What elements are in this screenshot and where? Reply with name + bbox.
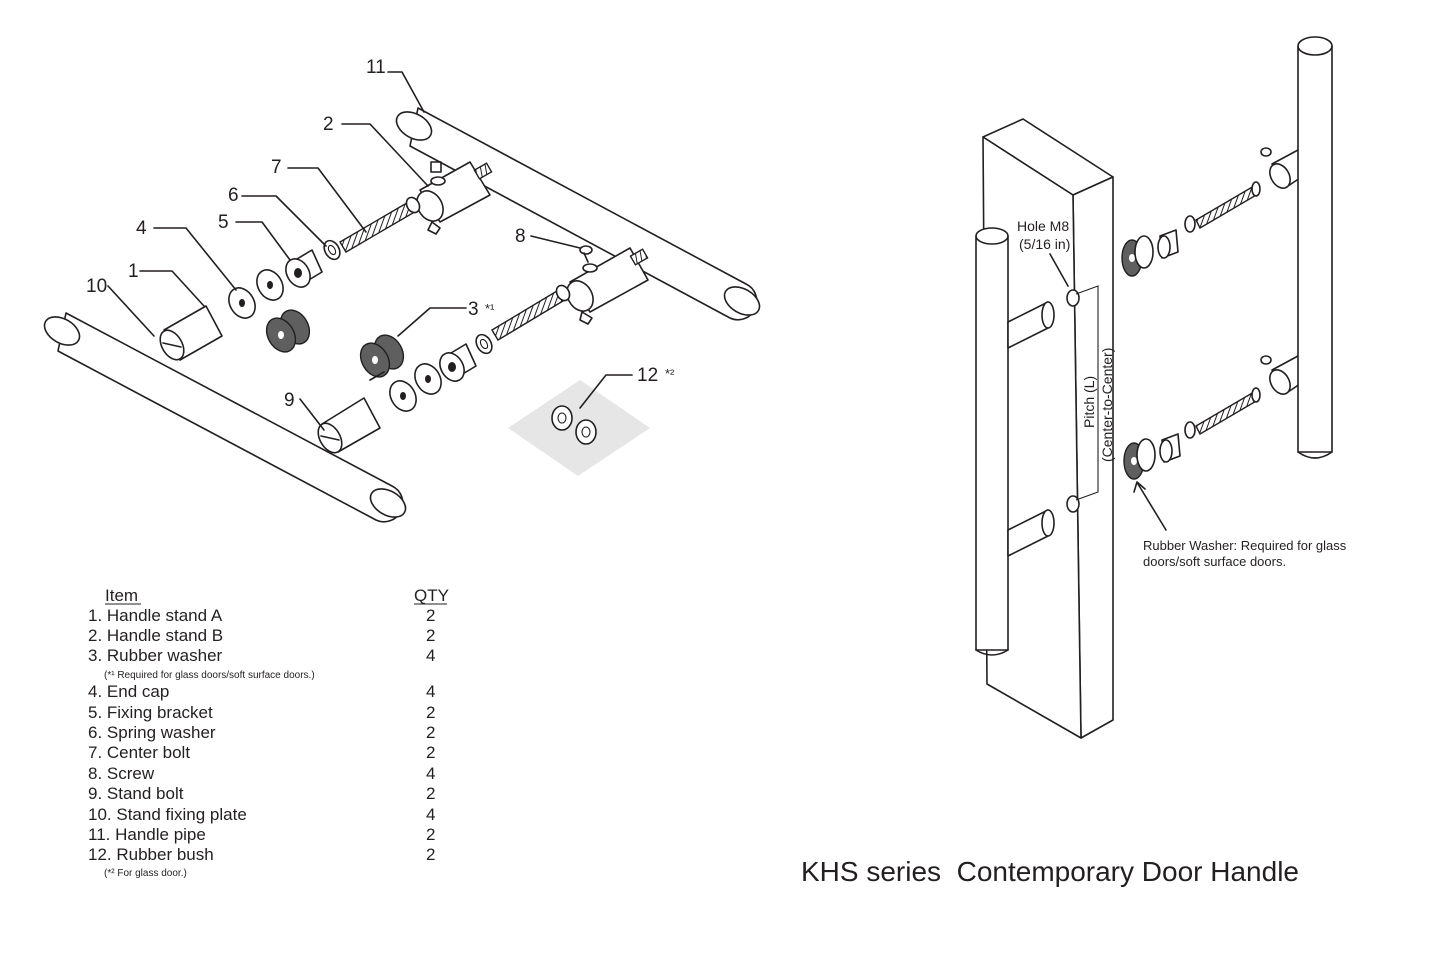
table-row-label: 1. Handle stand A [88,606,223,625]
table-row-label: 6. Spring washer [88,723,216,742]
table-row-qty: 2 [426,723,435,742]
table-row-label: 9. Stand bolt [88,784,184,803]
callout-3: 3 [468,299,479,320]
table-row-qty: 4 [426,646,435,665]
exploded-view: 11 2 7 6 5 4 1 10 8 3 *¹ 9 12 *² [43,57,761,523]
spring-washer-upper [323,239,341,261]
callout-3-superscript: *¹ [485,301,495,316]
callout-2: 2 [323,114,334,135]
handle-stand-a-upper [159,305,223,361]
callout-5: 5 [218,212,229,233]
table-row-label: 10. Stand fixing plate [88,805,247,824]
end-cap-upper [228,269,284,319]
leader-lines [107,71,633,431]
pitch-label-line1: Pitch (L) [1081,376,1097,428]
table-row-qty: 2 [426,703,435,722]
right-handle-pipe [1297,36,1333,459]
table-row-qty: 2 [426,743,435,762]
rubber-washer-note-line1: Rubber Washer: Required for glass [1143,538,1347,553]
callout-7: 7 [271,157,282,178]
callout-4: 4 [136,218,147,239]
table-note-1: (*¹ Required for glass doors/soft surfac… [104,670,315,681]
table-row-qty: 4 [426,682,435,701]
table-note-2: (*² For glass door.) [104,868,187,879]
washer-leader-arrowhead [1133,481,1146,493]
table-header-item: Item [105,586,138,605]
table-row-label: 2. Handle stand B [88,626,223,645]
fixing-bracket-upper [285,249,323,288]
page-title: KHS series Contemporary Door Handle [801,856,1299,887]
handle-stand-a-lower [317,397,381,454]
table-row-qty: 2 [426,845,435,864]
center-bolt-lower [491,284,571,341]
hole-label-line2: (5/16 in) [1019,236,1070,252]
installed-handle [975,227,1099,656]
callout-10: 10 [86,276,107,297]
fixing-bracket-lower [439,343,477,382]
center-bolt-upper [339,196,421,253]
callout-6: 6 [228,185,239,206]
handle-pipe-upper [395,107,761,321]
handle-stand-b-lower [566,247,649,325]
callout-12-superscript: *² [665,366,675,381]
table-row-label: 11. Handle pipe [88,825,206,844]
handle-pipe-lower [43,312,407,523]
installed-view: Hole M8 (5/16 in) Pitch (L) (Center-to-C… [975,36,1347,739]
rubber-bush [508,380,650,476]
screw-part-8 [579,245,593,263]
end-cap-lower [389,363,442,412]
table-header-qty: QTY [414,586,449,605]
table-row-label: 8. Screw [88,764,155,783]
table-row-qty: 4 [426,805,435,824]
hole-leader [1049,253,1069,287]
table-row-qty: 2 [426,626,435,645]
handle-stand-b-upper [416,161,493,235]
callout-12: 12 [637,365,658,386]
callout-1: 1 [128,261,139,282]
table-row-qty: 2 [426,825,435,844]
callout-9: 9 [284,390,295,411]
pitch-label-line2: (Center-to-Center) [1099,348,1115,462]
spring-washer-lower [475,333,493,355]
parts-table: Item QTY 1. Handle stand A 2 2. Handle s… [88,586,449,879]
callout-numbers: 11 2 7 6 5 4 1 10 8 3 *¹ 9 12 *² [86,57,675,411]
table-row-label: 4. End cap [88,682,169,701]
callout-8: 8 [515,226,526,247]
rubber-washer-a [265,309,311,353]
table-row-label: 12. Rubber bush [88,845,214,864]
table-row-label: 7. Center bolt [88,743,190,762]
right-exploded-lower [1123,355,1313,480]
rubber-washer-b [359,334,405,378]
washer-leader [1137,483,1167,531]
table-row-qty: 2 [426,784,435,803]
callout-11: 11 [366,57,386,78]
rubber-washer-note-line2: doors/soft surface doors. [1143,554,1286,569]
table-row-label: 5. Fixing bracket [88,703,213,722]
right-exploded-upper [1121,147,1313,277]
hole-label-line1: Hole M8 [1017,218,1069,234]
table-row-qty: 2 [426,606,435,625]
table-row-qty: 4 [426,764,435,783]
table-row-label: 3. Rubber washer [88,646,223,665]
